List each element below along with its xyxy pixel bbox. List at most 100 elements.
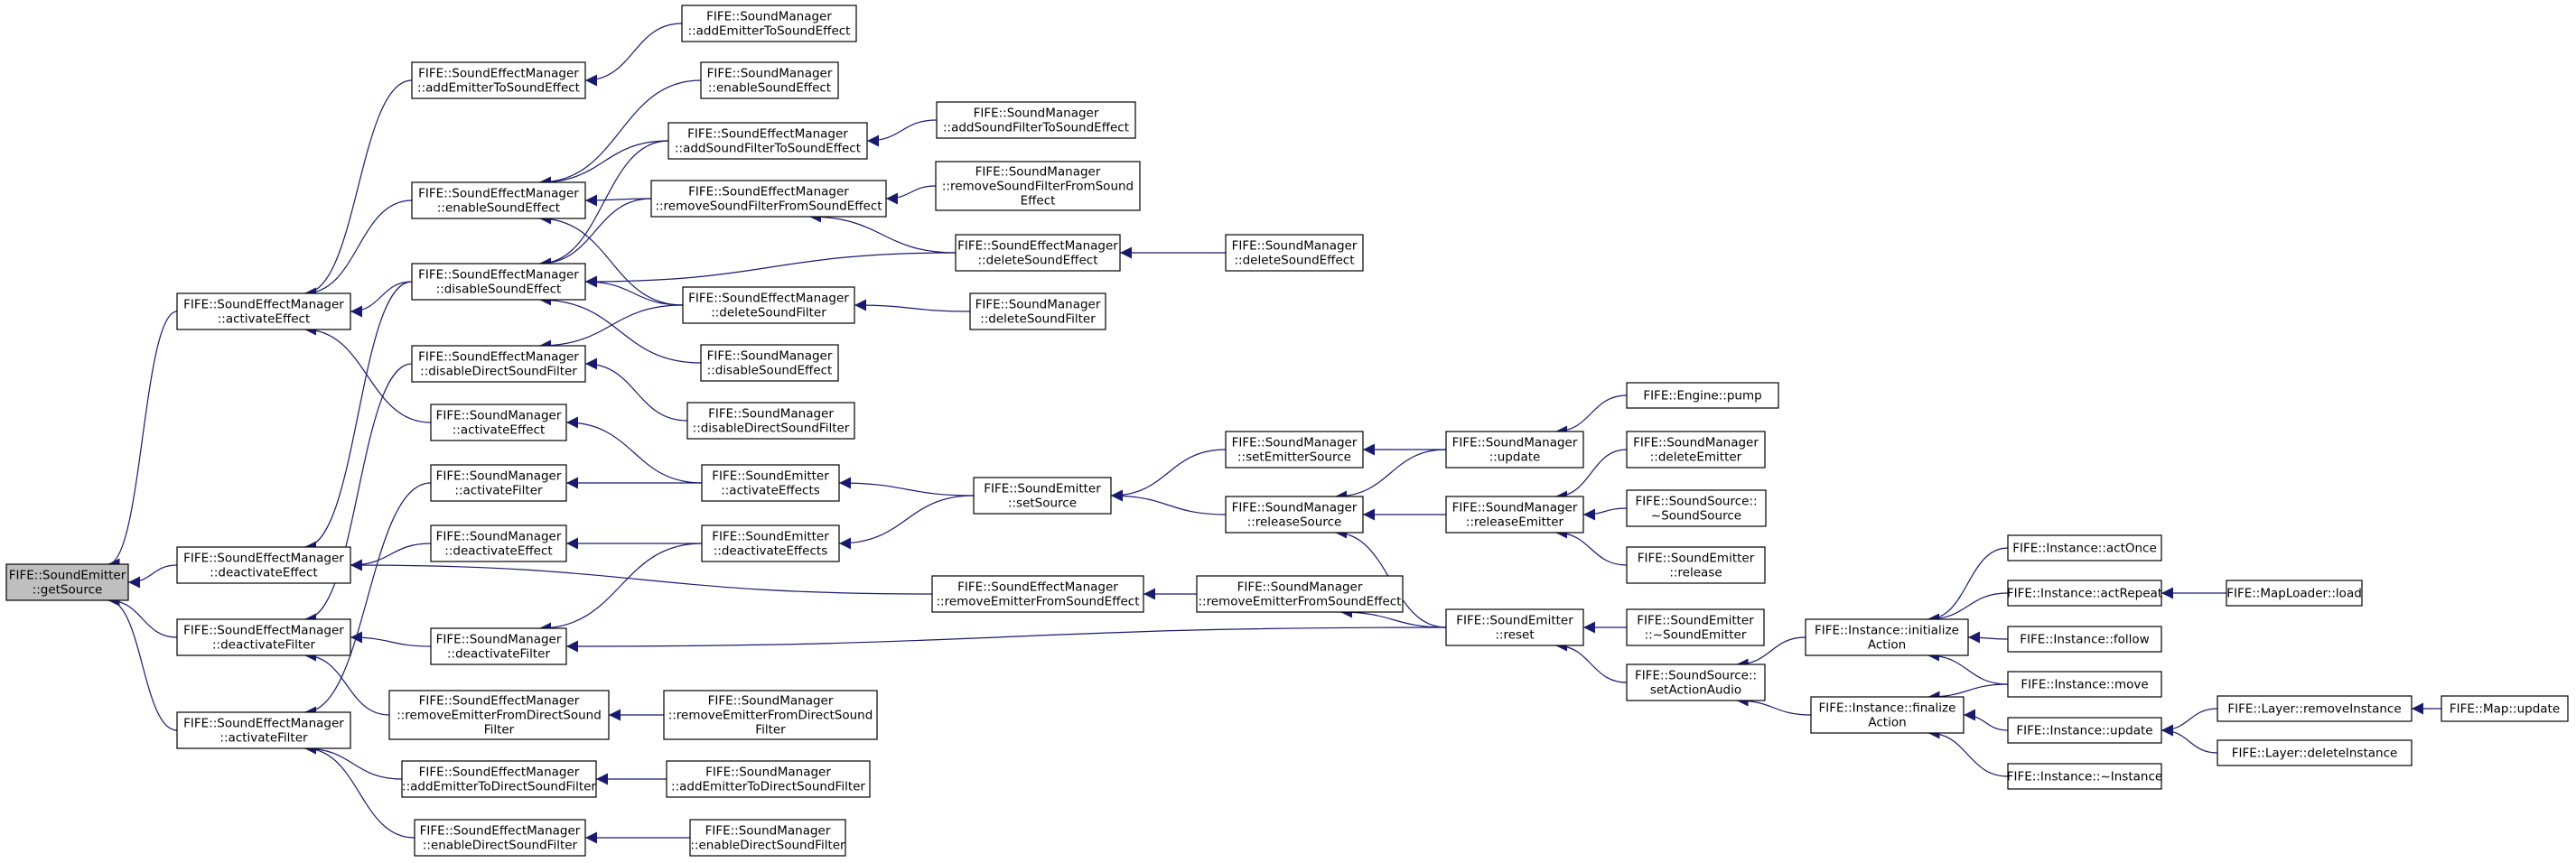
- edge-instance-move-to-instance-finalizeaction: [1927, 683, 2009, 703]
- node-soundmanager-releaseemitter[interactable]: FIFE::SoundManager::releaseEmitter: [1445, 496, 1584, 534]
- node-layer-deleteinstance[interactable]: FIFE::Layer::deleteInstance: [2217, 739, 2413, 766]
- node-soundemitter-setsource[interactable]: FIFE::SoundEmitter::setSource: [973, 477, 1112, 515]
- edge-instance-actonce-to-instance-initializeaction: [1927, 547, 2009, 626]
- edge-soundeffectmanager-removeemitterfromsoundeffect-to-soundeffectmanager-deactivateeffect: [350, 559, 933, 595]
- node-layer-removeinstance[interactable]: FIFE::Layer::removeInstance: [2217, 695, 2413, 722]
- node-label-line: FIFE::Instance::actRepeat: [2007, 587, 2162, 601]
- node-instance-instance[interactable]: FIFE::Instance::~Instance: [2007, 763, 2162, 790]
- node-soundeffectmanager-addemittertodirectsoundfilter[interactable]: FIFE::SoundEffectManager::addEmitterToDi…: [401, 760, 597, 798]
- node-soundeffectmanager-disabledirectsoundfilter[interactable]: FIFE::SoundEffectManager::disableDirectS…: [411, 345, 586, 383]
- node-soundeffectmanager-addsoundfiltertosoundeffect[interactable]: FIFE::SoundEffectManager::addSoundFilter…: [667, 122, 868, 160]
- node-label-line: FIFE::SoundManager: [707, 67, 833, 81]
- node-soundmanager-removeemitterfromsoundeffect[interactable]: FIFE::SoundManager::removeEmitterFromSou…: [1196, 575, 1404, 613]
- node-soundeffectmanager-deactivateeffect[interactable]: FIFE::SoundEffectManager::deactivateEffe…: [176, 546, 351, 584]
- node-label-line: Action: [1868, 638, 1906, 653]
- node-box: [5, 563, 129, 601]
- node-map-update[interactable]: FIFE::Map::update: [2441, 695, 2569, 722]
- node-soundmanager-activateeffect[interactable]: FIFE::SoundManager::activateEffect: [430, 404, 567, 441]
- node-soundemitter-activateeffects[interactable]: FIFE::SoundEmitter::activateEffects: [701, 464, 840, 502]
- node-soundeffectmanager-removesoundfilterfromsoundeffect[interactable]: FIFE::SoundEffectManager::removeSoundFil…: [650, 180, 887, 218]
- node-soundmanager-disabledirectsoundfilter[interactable]: FIFE::SoundManager::disableDirectSoundFi…: [686, 402, 855, 440]
- node-soundemitter-deactivateeffects[interactable]: FIFE::SoundEmitter::deactivateEffects: [701, 524, 840, 562]
- edge-soundemitter-reset-to-soundmanager-deactivatefilter: [565, 626, 1447, 653]
- node-soundemitter-getsource[interactable]: FIFE::SoundEmitter::getSource: [5, 563, 129, 601]
- node-soundmanager-deleteemitter[interactable]: FIFE::SoundManager::deleteEmitter: [1626, 431, 1766, 469]
- node-instance-actrepeat[interactable]: FIFE::Instance::actRepeat: [2007, 580, 2162, 607]
- edge-soundmanager-deactivatefilter-to-soundeffectmanager-deactivatefilter: [350, 631, 432, 647]
- edge-soundeffectmanager-enablesoundeffect-to-soundeffectmanager-activateeffect: [303, 200, 413, 300]
- node-label-line: FIFE::SoundEmitter: [1456, 614, 1573, 628]
- edge-soundeffectmanager-deactivatefilter-to-soundemitter-getsource: [107, 594, 178, 638]
- node-soundsource-soundsource[interactable]: FIFE::SoundSource::~SoundSource: [1626, 489, 1767, 527]
- node-soundmanager-activatefilter[interactable]: FIFE::SoundManager::activateFilter: [430, 464, 567, 502]
- node-maploader-load[interactable]: FIFE::MapLoader::load: [2226, 580, 2363, 607]
- node-label-line: FIFE::Layer::removeInstance: [2227, 702, 2401, 717]
- node-label-line: FIFE::Instance::finalize: [1819, 701, 1956, 716]
- edge-instance-initializeaction-to-soundsource-setactionaudio: [1736, 636, 1806, 671]
- node-soundemitter-release[interactable]: FIFE::SoundEmitter::release: [1626, 546, 1766, 584]
- node-soundeffectmanager-addemittertosoundeffect[interactable]: FIFE::SoundEffectManager::addEmitterToSo…: [411, 61, 586, 99]
- node-soundmanager-enabledirectsoundfilter[interactable]: FIFE::SoundManager::enableDirectSoundFil…: [689, 819, 846, 857]
- node-label-line: ::addEmitterToDirectSoundFilter: [402, 780, 596, 794]
- node-engine-pump[interactable]: FIFE::Engine::pump: [1626, 382, 1779, 409]
- node-instance-update[interactable]: FIFE::Instance::update: [2007, 717, 2162, 744]
- edge-line: [1736, 636, 1806, 671]
- node-soundmanager-update[interactable]: FIFE::SoundManager::update: [1445, 431, 1584, 469]
- node-label-line: FIFE::SoundManager: [974, 107, 1099, 121]
- node-soundmanager-addemittertodirectsoundfilter[interactable]: FIFE::SoundManager::addEmitterToDirectSo…: [666, 760, 871, 798]
- node-soundmanager-deletesoundeffect[interactable]: FIFE::SoundManager::deleteSoundEffect: [1225, 234, 1364, 272]
- edge-line: [350, 281, 413, 318]
- node-soundmanager-deletesoundfilter[interactable]: FIFE::SoundManager::deleteSoundFilter: [969, 292, 1106, 330]
- edge-soundmanager-update-to-soundmanager-releasesource: [1334, 449, 1447, 503]
- node-label-line: FIFE::SoundEmitter: [1637, 614, 1754, 628]
- node-soundmanager-setemittersource[interactable]: FIFE::SoundManager::setEmitterSource: [1225, 431, 1364, 469]
- node-soundemitter-reset[interactable]: FIFE::SoundEmitter::reset: [1445, 608, 1584, 646]
- edge-line: [1927, 649, 2009, 685]
- node-label-line: FIFE::SoundManager: [1237, 580, 1363, 595]
- node-soundmanager-deactivatefilter[interactable]: FIFE::SoundManager::deactivateFilter: [430, 627, 567, 665]
- node-instance-actonce[interactable]: FIFE::Instance::actOnce: [2007, 534, 2162, 561]
- edge-line: [1736, 694, 1812, 716]
- node-soundeffectmanager-activateeffect[interactable]: FIFE::SoundEffectManager::activateEffect: [176, 292, 351, 330]
- node-soundmanager-removesoundfilterfromsoundeffect[interactable]: FIFE::SoundManager::removeSoundFilterFro…: [935, 161, 1141, 211]
- node-label-line: ::deactivateEffect: [444, 544, 552, 559]
- node-label-line: ::deleteSoundEffect: [1235, 254, 1355, 268]
- edge-soundmanager-disabledirectsoundfilter-to-soundeffectmanager-disabledirectsoundfilter: [584, 357, 688, 422]
- node-soundeffectmanager-disablesoundeffect[interactable]: FIFE::SoundEffectManager::disableSoundEf…: [411, 263, 586, 301]
- node-soundmanager-deactivateeffect[interactable]: FIFE::SoundManager::deactivateEffect: [430, 524, 567, 562]
- node-label-line: Filter: [484, 723, 515, 738]
- node-soundeffectmanager-removeemitterfromdirectsoundfilter[interactable]: FIFE::SoundEffectManager::removeEmitterF…: [388, 690, 610, 740]
- node-label-line: FIFE::SoundManager: [436, 633, 562, 647]
- node-soundmanager-enablesoundeffect[interactable]: FIFE::SoundManager::enableSoundEffect: [700, 61, 839, 99]
- node-soundmanager-addemittertosoundeffect[interactable]: FIFE::SoundManager::addEmitterToSoundEff…: [681, 5, 857, 42]
- node-instance-move[interactable]: FIFE::Instance::move: [2007, 671, 2162, 698]
- edge-soundemitter-setsource-to-soundemitter-activateeffects: [838, 477, 975, 496]
- node-soundeffectmanager-removeemitterfromsoundeffect[interactable]: FIFE::SoundEffectManager::removeEmitterF…: [931, 575, 1144, 613]
- node-soundeffectmanager-deactivatefilter[interactable]: FIFE::SoundEffectManager::deactivateFilt…: [176, 618, 351, 656]
- node-soundmanager-disablesoundeffect[interactable]: FIFE::SoundManager::disableSoundEffect: [700, 344, 839, 382]
- node-soundmanager-addsoundfiltertosoundeffect[interactable]: FIFE::SoundManager::addSoundFilterToSoun…: [936, 101, 1136, 139]
- node-soundeffectmanager-deletesoundfilter[interactable]: FIFE::SoundEffectManager::deleteSoundFil…: [682, 286, 855, 324]
- node-label-line: ::deleteSoundFilter: [980, 312, 1096, 327]
- node-soundemitter-soundemitter[interactable]: FIFE::SoundEmitter::~SoundEmitter: [1626, 608, 1765, 646]
- node-soundsource-setactionaudio[interactable]: FIFE::SoundSource::setActionAudio: [1626, 663, 1766, 701]
- node-soundeffectmanager-enabledirectsoundfilter[interactable]: FIFE::SoundEffectManager::enableDirectSo…: [414, 819, 586, 857]
- node-label-line: ::addEmitterToSoundEffect: [417, 81, 580, 96]
- node-soundeffectmanager-deletesoundeffect[interactable]: FIFE::SoundEffectManager::deleteSoundEff…: [955, 234, 1121, 272]
- edge-line: [565, 416, 703, 484]
- edge-line: [1110, 489, 1227, 515]
- node-soundeffectmanager-enablesoundeffect[interactable]: FIFE::SoundEffectManager::enableSoundEff…: [411, 181, 586, 219]
- node-box: [430, 464, 567, 502]
- node-label-line: FIFE::SoundSource::: [1635, 495, 1757, 509]
- node-soundeffectmanager-activatefilter[interactable]: FIFE::SoundEffectManager::activateFilter: [176, 711, 351, 749]
- node-instance-follow[interactable]: FIFE::Instance::follow: [2007, 626, 2162, 653]
- edge-line: [538, 543, 703, 635]
- edges-layer: [107, 23, 2442, 844]
- node-box: [689, 819, 846, 857]
- node-soundmanager-removeemitterfromdirectsoundfilter[interactable]: FIFE::SoundManager::removeEmitterFromDir…: [663, 690, 878, 740]
- node-box: [955, 234, 1121, 272]
- node-label-line: FIFE::SoundManager: [975, 298, 1101, 312]
- node-soundmanager-releasesource[interactable]: FIFE::SoundManager::releaseSource: [1225, 496, 1364, 534]
